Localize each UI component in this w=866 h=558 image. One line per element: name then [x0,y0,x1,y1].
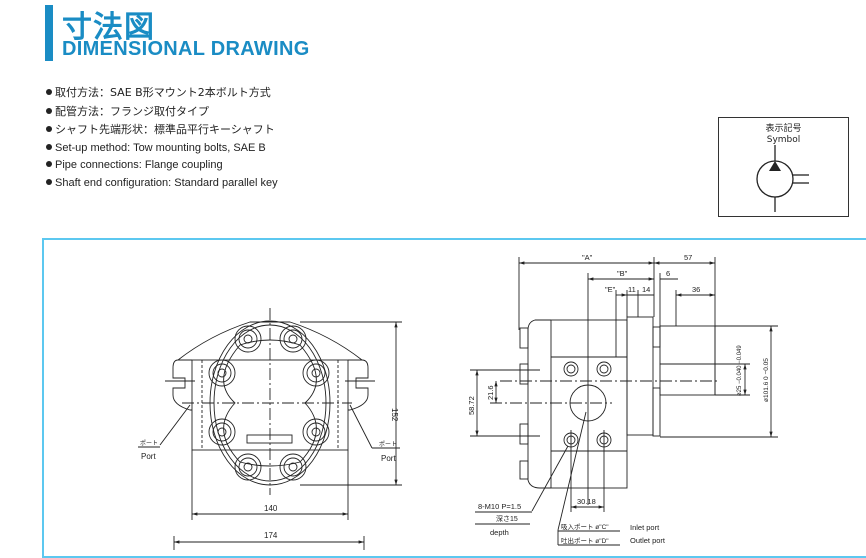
spec-item: Set-up method: Tow mounting bolts, SAE B [46,140,278,158]
svg-text:8-M10 P=1.5: 8-M10 P=1.5 [478,502,521,511]
svg-text:depth: depth [490,528,509,537]
svg-text:57: 57 [684,253,692,262]
svg-text:Outlet port: Outlet port [630,536,666,545]
bullet-icon [46,107,52,114]
side-view-labels: "A" 57 "B" 6 "E" 11 14 36 58.72 21.6 30.… [467,253,770,545]
svg-text:Inlet port: Inlet port [630,523,660,532]
symbol-box: 表示記号 Symbol [718,117,849,217]
symbol-label-en: Symbol [766,135,801,145]
svg-text:ø101.6 0 −0.05: ø101.6 0 −0.05 [763,358,770,402]
spec-list: 取付方法：SAE B形マウント2本ボルト方式 配管方法：フランジ取付タイプ シャ… [46,84,278,192]
front-view [138,308,402,550]
spec-item: シャフト先端形状：標準品平行キーシャフト [46,121,278,140]
page-title-ja: 寸法図 [62,10,155,45]
page-title-en: DIMENSIONAL DRAWING [62,38,310,60]
svg-text:Port: Port [381,454,396,463]
bullet-icon [46,178,52,185]
svg-text:"B": "B" [617,269,628,278]
svg-text:Port: Port [141,452,156,461]
svg-text:140: 140 [264,504,278,513]
front-view-labels: ポート Port ポート Port 152 140 174 [140,408,399,540]
title-accent-bar [45,5,53,61]
bullet-icon [46,89,52,95]
bullet-icon [46,161,52,167]
svg-text:ポート: ポート [379,440,397,448]
svg-text:6: 6 [666,269,670,278]
hydraulic-pump-symbol-icon [756,145,809,212]
spec-item: 取付方法：SAE B形マウント2本ボルト方式 [46,84,278,103]
spec-item: Pipe connections: Flange coupling [46,157,278,175]
svg-text:14: 14 [642,285,650,294]
svg-text:"A": "A" [582,253,593,262]
svg-text:36: 36 [692,285,700,294]
svg-text:吐出ポート ø"D": 吐出ポート ø"D" [561,536,609,545]
bullet-icon [46,126,52,132]
bolt-holes [208,325,330,481]
svg-text:ø25 −0.040 −0.049: ø25 −0.040 −0.049 [737,345,743,396]
spec-item: 配管方法：フランジ取付タイプ [46,103,278,122]
svg-text:11: 11 [628,285,636,294]
side-view [470,257,778,546]
svg-text:21.6: 21.6 [486,385,495,400]
svg-text:58.72: 58.72 [467,396,476,415]
svg-text:152: 152 [390,408,399,422]
svg-text:"E": "E" [605,285,616,294]
svg-text:30.18: 30.18 [577,497,596,506]
spec-item: Shaft end configuration: Standard parall… [46,175,278,193]
bullet-icon [46,143,52,150]
svg-text:174: 174 [264,531,278,540]
svg-text:深さ15: 深さ15 [496,514,518,523]
svg-text:ポート: ポート [140,439,158,447]
symbol-label-ja: 表示記号 [765,124,802,134]
svg-text:吸入ポート ø"C": 吸入ポート ø"C" [561,523,609,531]
